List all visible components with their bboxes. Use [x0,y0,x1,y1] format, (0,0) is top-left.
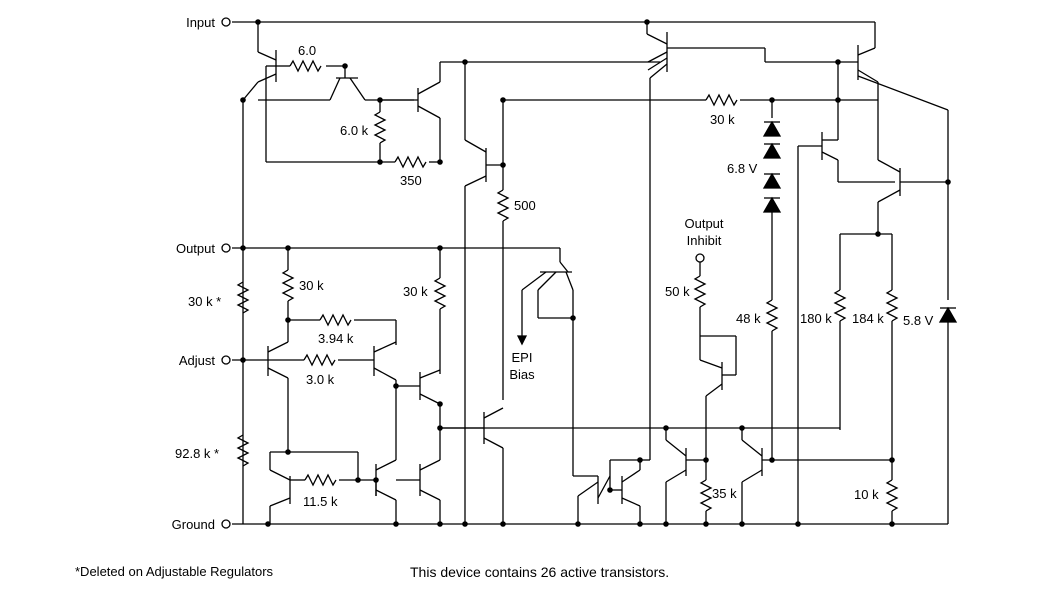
transistor-q4 [464,62,503,524]
transistor-q11 [396,369,441,428]
label-r-50k: 50 k [665,284,690,299]
transistor-q5 [646,22,765,460]
transistor-q1 [242,22,277,162]
resistor-180k [833,289,847,322]
resistor-6-0 [289,59,322,73]
resistor-48k [765,299,779,332]
label-r-6-0: 6.0 [298,43,316,58]
resistor-6-0k [373,111,387,144]
label-epi-2: Bias [509,367,535,382]
label-zener-5-8v: 5.8 V [903,313,934,328]
label-r-30k-mid: 30 k [299,278,324,293]
label-r-35k: 35 k [712,486,737,501]
transistor-q12 [440,407,504,524]
transistor-q18 [699,336,736,480]
transistor-q2 [258,66,414,101]
label-r-500: 500 [514,198,536,213]
label-r-30k-top: 30 k [710,112,735,127]
footnote: *Deleted on Adjustable Regulators [75,564,274,579]
resistor-30k-right [433,277,447,310]
resistor-30k-top [705,93,738,107]
output-inhibit-pin [695,253,705,263]
label-r-11-5k: 11.5 k [303,494,338,509]
transistor-q17 [610,460,641,524]
label-r-10k: 10 k [854,487,879,502]
label-zener-6-8v: 6.8 V [727,161,758,176]
resistor-3-0k [303,353,336,367]
output-pin [221,243,231,253]
resistor-30k-star [236,281,250,314]
transistor-q19 [665,428,706,524]
label-r-92-8k: 92.8 k * [175,446,219,461]
label-r-6-0k: 6.0 k [340,123,369,138]
transistor-q15 [419,459,441,524]
resistor-11-5k [304,473,337,487]
label-r-350: 350 [400,173,422,188]
label-ground: Ground [172,517,215,532]
transistor-q10 [373,341,397,460]
transistor-q8 [877,159,948,234]
epi-bias-arrow [516,335,528,346]
resistor-92-8k-star [236,434,250,467]
resistor-10k [885,479,899,512]
junction-dots [240,19,951,527]
transistor-count-note: This device contains 26 active transisto… [410,564,670,580]
transistor-q13 [269,452,291,524]
resistor-35k [699,479,713,512]
label-output-inhibit-2: Inhibit [687,233,722,248]
label-epi-1: EPI [512,350,533,365]
transistor-q20 [741,428,892,524]
resistor-3-94k [319,313,352,327]
transistor-epi [521,261,574,336]
label-r-48k: 48 k [736,311,761,326]
label-r-3-0k: 3.0 k [306,372,335,387]
ground-pin [221,519,231,529]
label-adjust: Adjust [179,353,216,368]
resistor-184k [885,289,899,322]
label-r-30k-star: 30 k * [188,294,221,309]
adjust-pin [221,355,231,365]
label-r-30k-right: 30 k [403,284,428,299]
transistor-q14 [375,459,397,524]
label-r-184k: 184 k [852,311,884,326]
label-output: Output [176,241,215,256]
transistor-q9 [267,320,289,452]
label-input: Input [186,15,215,30]
label-r-3-94k: 3.94 k [318,331,354,346]
transistor-q3 [380,62,441,162]
label-output-inhibit-1: Output [684,216,723,231]
input-pin [221,17,231,27]
resistor-50k [693,275,707,308]
resistor-350 [394,155,427,169]
resistor-500 [496,189,510,222]
zener-stack-6-8v [762,120,782,213]
resistor-30k-mid [281,269,295,302]
zener-5-8v [938,306,958,323]
transistor-q6 [838,22,949,111]
label-r-180k: 180 k [800,311,832,326]
transistor-q16 [577,475,611,524]
transistor-q7 [797,132,839,524]
